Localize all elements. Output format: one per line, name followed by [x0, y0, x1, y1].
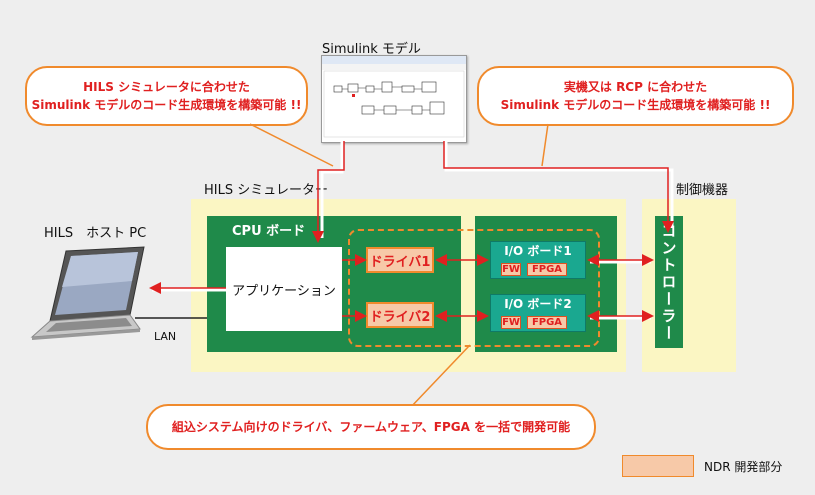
driver-2: ドライバ2 — [366, 302, 434, 328]
laptop-icon — [22, 243, 152, 343]
legend-swatch — [622, 455, 694, 477]
host-pc-label: HILS ホスト PC — [44, 226, 147, 241]
hils-simulator-label: HILS シミュレーター — [204, 183, 328, 198]
callout-right-line2: Simulink モデルのコード生成環境を構築可能 !! — [500, 98, 771, 112]
simulink-title: Simulink モデル — [322, 42, 421, 57]
io-board-2-fpga: FPGA — [527, 316, 567, 329]
callout-left-line1: HILS シミュレータに合わせた — [83, 80, 250, 94]
io-board-1-title: I/O ボード1 — [504, 244, 572, 258]
io-board-2-fw: FW — [501, 316, 521, 329]
application-box: アプリケーション — [226, 247, 342, 331]
simulink-to-cpu-line — [312, 141, 345, 243]
io-board-2: I/O ボード2 FW FPGA — [490, 294, 586, 332]
simulink-to-controller-line-grey — [444, 141, 674, 228]
lan-label: LAN — [154, 330, 177, 343]
callout-bottom-pointer — [409, 344, 471, 409]
control-device-label: 制御機器 — [676, 183, 729, 198]
io-board-1-fw: FW — [501, 263, 521, 276]
simulink-to-cpu-line-grey — [320, 141, 344, 238]
callout-rcp-codegen: 実機又は RCP に合わせた Simulink モデルのコード生成環境を構築可能… — [477, 66, 794, 126]
driver-1: ドライバ1 — [366, 247, 434, 273]
cpu-board-label: CPU ボード — [232, 224, 306, 239]
callout-bottom-text: 組込システム向けのドライバ、ファームウェア、FPGA を一括で開発可能 — [171, 420, 571, 434]
io-board-2-title: I/O ボード2 — [504, 297, 572, 311]
callout-left-line2: Simulink モデルのコード生成環境を構築可能 !! — [31, 98, 302, 112]
callout-bottom: 組込システム向けのドライバ、ファームウェア、FPGA を一括で開発可能 — [146, 404, 596, 450]
io-board-1: I/O ボード1 FW FPGA — [490, 241, 586, 279]
callout-left-pointer — [249, 123, 334, 167]
callout-right-line1: 実機又は RCP に合わせた — [563, 80, 708, 94]
io-board-1-fpga: FPGA — [527, 263, 567, 276]
callout-right-pointer — [541, 123, 549, 167]
simulink-to-controller-line — [443, 141, 674, 233]
callout-hils-codegen: HILS シミュレータに合わせた Simulink モデルのコード生成環境を構築… — [25, 66, 308, 126]
legend-label: NDR 開発部分 — [704, 460, 783, 474]
controller: コントローラー — [655, 216, 683, 348]
ndr-development-region — [348, 229, 600, 347]
simulink-model-screenshot — [321, 55, 467, 143]
